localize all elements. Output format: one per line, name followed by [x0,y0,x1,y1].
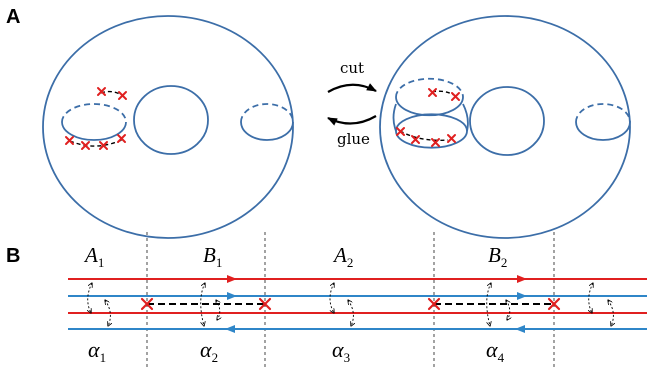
segment-label-a1: A1 [83,243,104,270]
strand-lines [68,278,647,330]
segment-label-b1: B1 [203,243,222,270]
panel-a-label: A [6,6,20,28]
right-surface-markers [396,88,460,147]
glue-label: glue [337,130,370,148]
segment-label-a2: A2 [332,243,353,270]
segment-label-alpha2: α2 [200,337,218,365]
right-genus-two-surface [379,15,631,239]
segment-label-b2: B2 [488,243,507,270]
cut-arrow [327,83,377,93]
segment-label-alpha3: α3 [332,337,350,365]
identification-arrows [88,283,614,326]
cut-label: cut [340,59,364,77]
strand-direction-arrows [225,275,527,333]
segment-separators [146,232,555,368]
segment-label-alpha4: α4 [486,337,505,365]
segment-label-alpha1: α1 [88,337,106,365]
strand-markers [140,297,561,311]
left-genus-two-surface [42,15,294,239]
glue-arrow [327,115,377,126]
panel-b-label: B [6,245,20,267]
left-surface-markers [65,87,127,150]
